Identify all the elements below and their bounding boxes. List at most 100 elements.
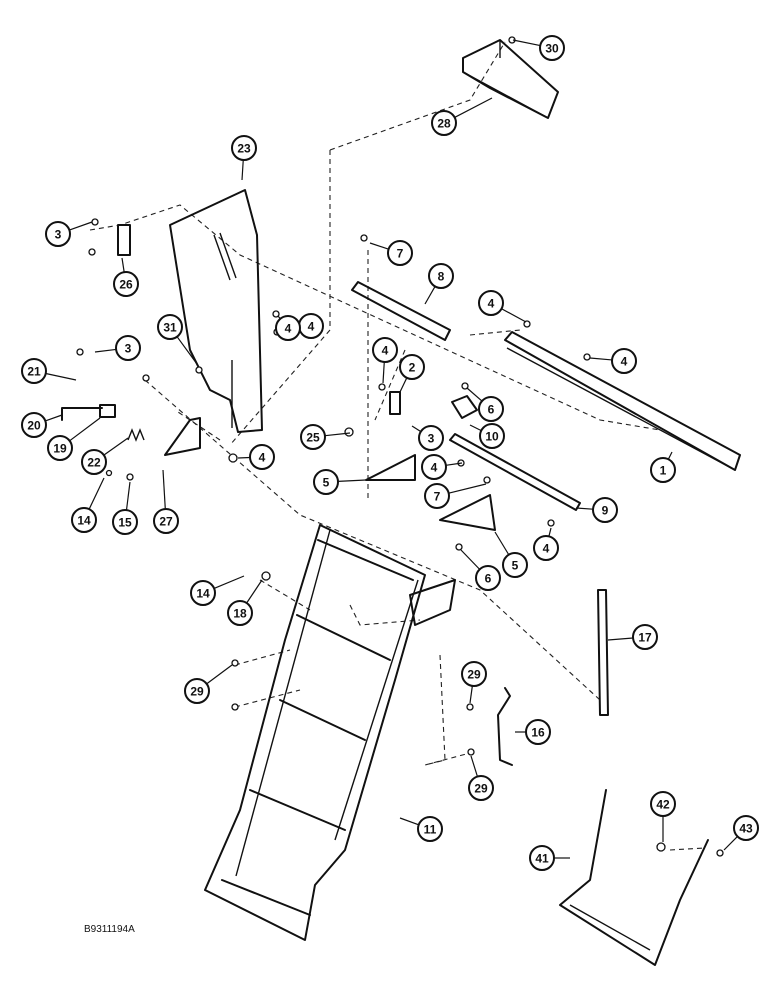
leader-line-2 <box>399 377 408 393</box>
callout-21: 21 <box>21 358 47 384</box>
callout-circle <box>475 565 501 591</box>
callout-number: 4 <box>382 344 389 358</box>
callout-6: 6 <box>475 565 501 591</box>
callout-42: 42 <box>650 791 676 817</box>
leader-line-28 <box>454 97 493 118</box>
callout-circle <box>81 449 107 475</box>
callout-29: 29 <box>468 775 494 801</box>
leader-line-4 <box>548 527 552 537</box>
callout-9: 9 <box>592 497 618 523</box>
callout-number: 6 <box>485 572 492 586</box>
callout-number: 15 <box>118 516 132 530</box>
callout-circle <box>190 580 216 606</box>
part-5-triangle-brace-upper <box>365 454 416 481</box>
callout-19: 19 <box>47 435 73 461</box>
callout-number: 6 <box>488 403 495 417</box>
callout-17: 17 <box>632 624 658 650</box>
callout-number: 4 <box>285 322 292 336</box>
callout-4: 4 <box>249 444 275 470</box>
callout-number: 41 <box>535 852 549 866</box>
callout-18: 18 <box>227 600 253 626</box>
callout-number: 16 <box>531 726 545 740</box>
callout-circle <box>153 508 179 534</box>
leader-line-20 <box>45 414 63 422</box>
callout-41: 41 <box>529 845 555 871</box>
callout-circle <box>529 845 555 871</box>
callout-circle <box>478 396 504 422</box>
callout-circle <box>478 290 504 316</box>
callout-number: 4 <box>431 461 438 475</box>
leader-line-18 <box>246 579 263 604</box>
hardware-fasteners <box>76 36 724 857</box>
callout-number: 17 <box>638 631 652 645</box>
callout-15: 15 <box>112 509 138 535</box>
callout-3: 3 <box>45 221 71 247</box>
leader-line-1 <box>667 451 673 460</box>
leader-line-4 <box>237 456 251 459</box>
callout-number: 21 <box>27 365 41 379</box>
callout-circle <box>650 791 676 817</box>
callout-circle <box>431 110 457 136</box>
callout-8: 8 <box>428 263 454 289</box>
callout-number: 4 <box>543 542 550 556</box>
callout-7: 7 <box>424 483 450 509</box>
leader-line-30 <box>512 39 541 47</box>
leader-line-31 <box>176 336 198 365</box>
callout-circle <box>525 719 551 745</box>
callout-1: 1 <box>650 457 676 483</box>
part-11-ladder <box>204 524 456 941</box>
callout-25: 25 <box>300 424 326 450</box>
callout-number: 4 <box>488 297 495 311</box>
callout-number: 4 <box>308 320 315 334</box>
callout-43: 43 <box>733 815 759 841</box>
callout-number: 5 <box>512 559 519 573</box>
part-20-hook <box>61 407 103 421</box>
callout-number: 23 <box>237 142 251 156</box>
leader-line-29 <box>206 664 233 685</box>
callout-circle <box>45 221 71 247</box>
callout-29: 29 <box>461 661 487 687</box>
callout-4: 4 <box>611 348 637 374</box>
callout-number: 28 <box>437 117 451 131</box>
callout-circle <box>733 815 759 841</box>
leader-line-10 <box>469 424 482 432</box>
leader-line-7 <box>448 483 487 494</box>
callout-number: 18 <box>233 607 247 621</box>
leader-line-4 <box>589 357 613 361</box>
leader-line-11 <box>399 817 419 826</box>
callout-number: 22 <box>87 456 101 470</box>
callout-3: 3 <box>418 425 444 451</box>
leader-lines <box>45 39 738 859</box>
callout-circle <box>424 483 450 509</box>
callout-number: 29 <box>474 782 488 796</box>
leader-line-17 <box>607 637 634 641</box>
callout-circle <box>313 469 339 495</box>
callout-7: 7 <box>387 240 413 266</box>
leader-line-25 <box>324 432 351 437</box>
leader-line-7 <box>369 242 389 250</box>
leader-line-4 <box>501 308 527 323</box>
leader-line-23 <box>241 159 244 181</box>
assembly-lines <box>89 41 706 851</box>
part-22-spring <box>127 428 145 442</box>
callout-20: 20 <box>21 412 47 438</box>
callout-circle <box>372 337 398 363</box>
callout-11: 11 <box>417 816 443 842</box>
callout-4: 4 <box>298 313 324 339</box>
callout-number: 19 <box>53 442 67 456</box>
leader-line-43 <box>723 836 738 851</box>
callout-22: 22 <box>81 449 107 475</box>
callout-number: 3 <box>55 228 62 242</box>
callout-number: 29 <box>190 685 204 699</box>
callout-circle <box>428 263 454 289</box>
part-41-step <box>559 789 709 966</box>
callout-number: 1 <box>660 464 667 478</box>
callout-5: 5 <box>313 469 339 495</box>
callout-circle <box>421 454 447 480</box>
part-28-angle-bracket <box>462 39 559 119</box>
callout-14: 14 <box>71 507 97 533</box>
callout-number: 27 <box>159 515 173 529</box>
callout-number: 8 <box>438 270 445 284</box>
callout-4: 4 <box>421 454 447 480</box>
